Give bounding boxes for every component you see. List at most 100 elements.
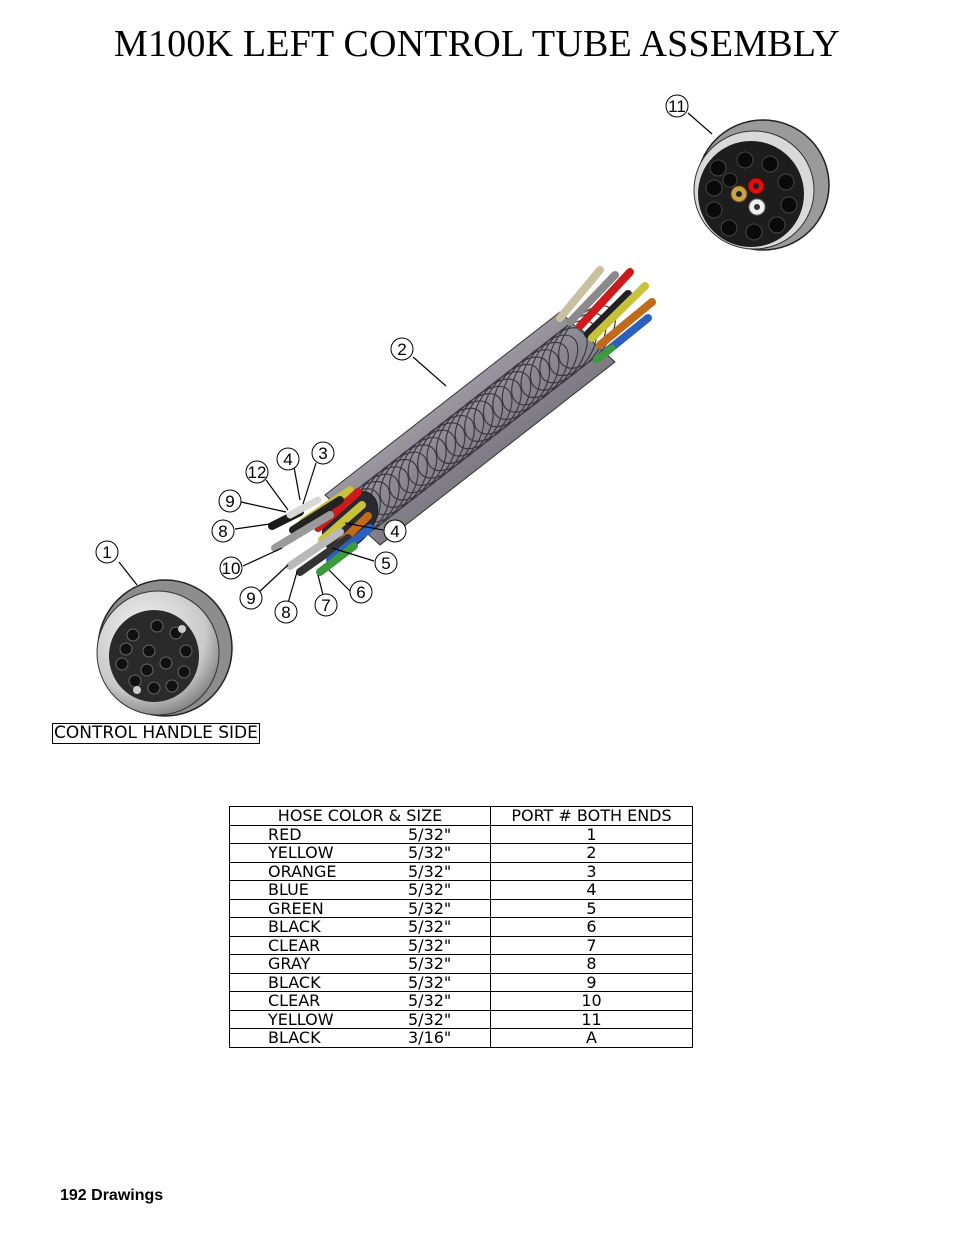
- hoses-left-end: [268, 486, 374, 576]
- hose-color: YELLOW: [268, 843, 334, 862]
- leader-lines: [118, 112, 713, 604]
- callout-number: 6: [356, 583, 365, 602]
- table-row: RED 5/32" 1: [229, 824, 693, 844]
- hose-color: CLEAR: [268, 935, 321, 955]
- table-row: BLUE 5/32" 4: [229, 880, 693, 900]
- callout-number: 4: [390, 522, 399, 541]
- port-number: 11: [490, 1009, 693, 1029]
- table-row: CLEAR 5/32" 10: [229, 991, 693, 1011]
- hose-color: BLACK: [268, 972, 321, 992]
- table-row: YELLOW 5/32" 11: [229, 1009, 693, 1029]
- right-connector: [693, 119, 830, 251]
- hose-color-size-cell: YELLOW 5/32": [229, 1009, 491, 1029]
- port-number: 3: [490, 861, 693, 881]
- header-hose-color-size: HOSE COLOR & SIZE: [229, 806, 491, 826]
- callout-number: 10: [222, 559, 241, 578]
- callout-circle: [274, 600, 298, 624]
- callout-number: 12: [248, 463, 267, 482]
- hose-size: 5/32": [408, 972, 452, 992]
- hose-color: CLEAR: [268, 991, 321, 1010]
- callout-circle: [314, 593, 338, 617]
- callout-circle: [239, 586, 263, 610]
- port-number: 4: [490, 880, 693, 900]
- hose-color: YELLOW: [268, 1009, 334, 1029]
- callout-circle: [311, 441, 335, 465]
- callout-number: 8: [218, 522, 227, 541]
- callout-circle: [276, 447, 300, 471]
- table-header-row: HOSE COLOR & SIZE PORT # BOTH ENDS: [229, 806, 693, 826]
- hose-color-size-cell: GRAY 5/32": [229, 954, 491, 974]
- port-number: 10: [490, 991, 693, 1011]
- page-footer: 192 Drawings: [60, 1187, 164, 1204]
- hose-size: 5/32": [408, 917, 452, 936]
- port-number: 9: [490, 972, 693, 992]
- callout-circle: [95, 540, 119, 564]
- hose-color-size-cell: BLUE 5/32": [229, 880, 491, 900]
- hose-color: GRAY: [268, 954, 311, 973]
- callout-number: 3: [318, 444, 327, 463]
- hose-color-size-cell: YELLOW 5/32": [229, 843, 491, 863]
- hose-size: 5/32": [408, 861, 452, 881]
- hose-color-size-cell: RED 5/32": [229, 824, 491, 844]
- callout-number: 8: [281, 603, 290, 622]
- table-row: GRAY 5/32" 8: [229, 954, 693, 974]
- hose-size: 5/32": [408, 880, 452, 899]
- hose-color-size-cell: CLEAR 5/32": [229, 935, 491, 955]
- callout-number: 7: [321, 596, 330, 615]
- callout-number: 9: [246, 589, 255, 608]
- port-number: 7: [490, 935, 693, 955]
- hose-table: HOSE COLOR & SIZE PORT # BOTH ENDS RED 5/…: [229, 806, 693, 1048]
- hose-size: 5/32": [408, 935, 452, 955]
- port-number: 2: [490, 843, 693, 863]
- hose-color-size-cell: BLACK 3/16": [229, 1028, 491, 1048]
- table-row: BLACK 5/32" 6: [229, 917, 693, 937]
- hose-color: RED: [268, 824, 302, 844]
- left-connector: [96, 579, 233, 717]
- hose-size: 3/16": [408, 1028, 452, 1047]
- hose-color: BLUE: [268, 880, 309, 899]
- hose-color: BLACK: [268, 1028, 321, 1047]
- port-number: 1: [490, 824, 693, 844]
- port-number: 8: [490, 954, 693, 974]
- control-handle-side-label: CONTROL HANDLE SIDE: [52, 723, 260, 744]
- callout-number: 5: [381, 554, 390, 573]
- hose-size: 5/32": [408, 1009, 452, 1029]
- hose-size: 5/32": [408, 824, 452, 844]
- hose-color-size-cell: BLACK 5/32": [229, 917, 491, 937]
- callout-circle: [219, 556, 243, 580]
- callout-number: 9: [225, 492, 234, 511]
- callout-circle: [665, 94, 689, 118]
- callout-number: 4: [283, 450, 292, 469]
- hose-size: 5/32": [408, 991, 452, 1010]
- port-number: A: [490, 1028, 693, 1048]
- table-row: CLEAR 5/32" 7: [229, 935, 693, 955]
- callout-circle: [383, 519, 407, 543]
- callout-circle: [390, 337, 414, 361]
- hose-color: GREEN: [268, 898, 324, 918]
- callout-number: 1: [102, 543, 111, 562]
- hoses-right-end: [556, 266, 656, 364]
- callout-circle: [211, 519, 235, 543]
- hose-color: BLACK: [268, 917, 321, 936]
- table-row: YELLOW 5/32" 2: [229, 843, 693, 863]
- callout-circle: [349, 580, 373, 604]
- table-row: BLACK 5/32" 9: [229, 972, 693, 992]
- port-number: 5: [490, 898, 693, 918]
- hose-size: 5/32": [408, 843, 452, 862]
- hose-color-size-cell: CLEAR 5/32": [229, 991, 491, 1011]
- callout-number: 11: [668, 97, 686, 116]
- hose-color-size-cell: GREEN 5/32": [229, 898, 491, 918]
- callout-number: 2: [397, 340, 406, 359]
- callout-circle: [245, 460, 269, 484]
- table-row: BLACK 3/16" A: [229, 1028, 693, 1048]
- hose-size: 5/32": [408, 954, 452, 973]
- hose-size: 5/32": [408, 898, 452, 918]
- callout-circle: [374, 551, 398, 575]
- port-number: 6: [490, 917, 693, 937]
- page-title: M100K LEFT CONTROL TUBE ASSEMBLY: [113, 23, 841, 65]
